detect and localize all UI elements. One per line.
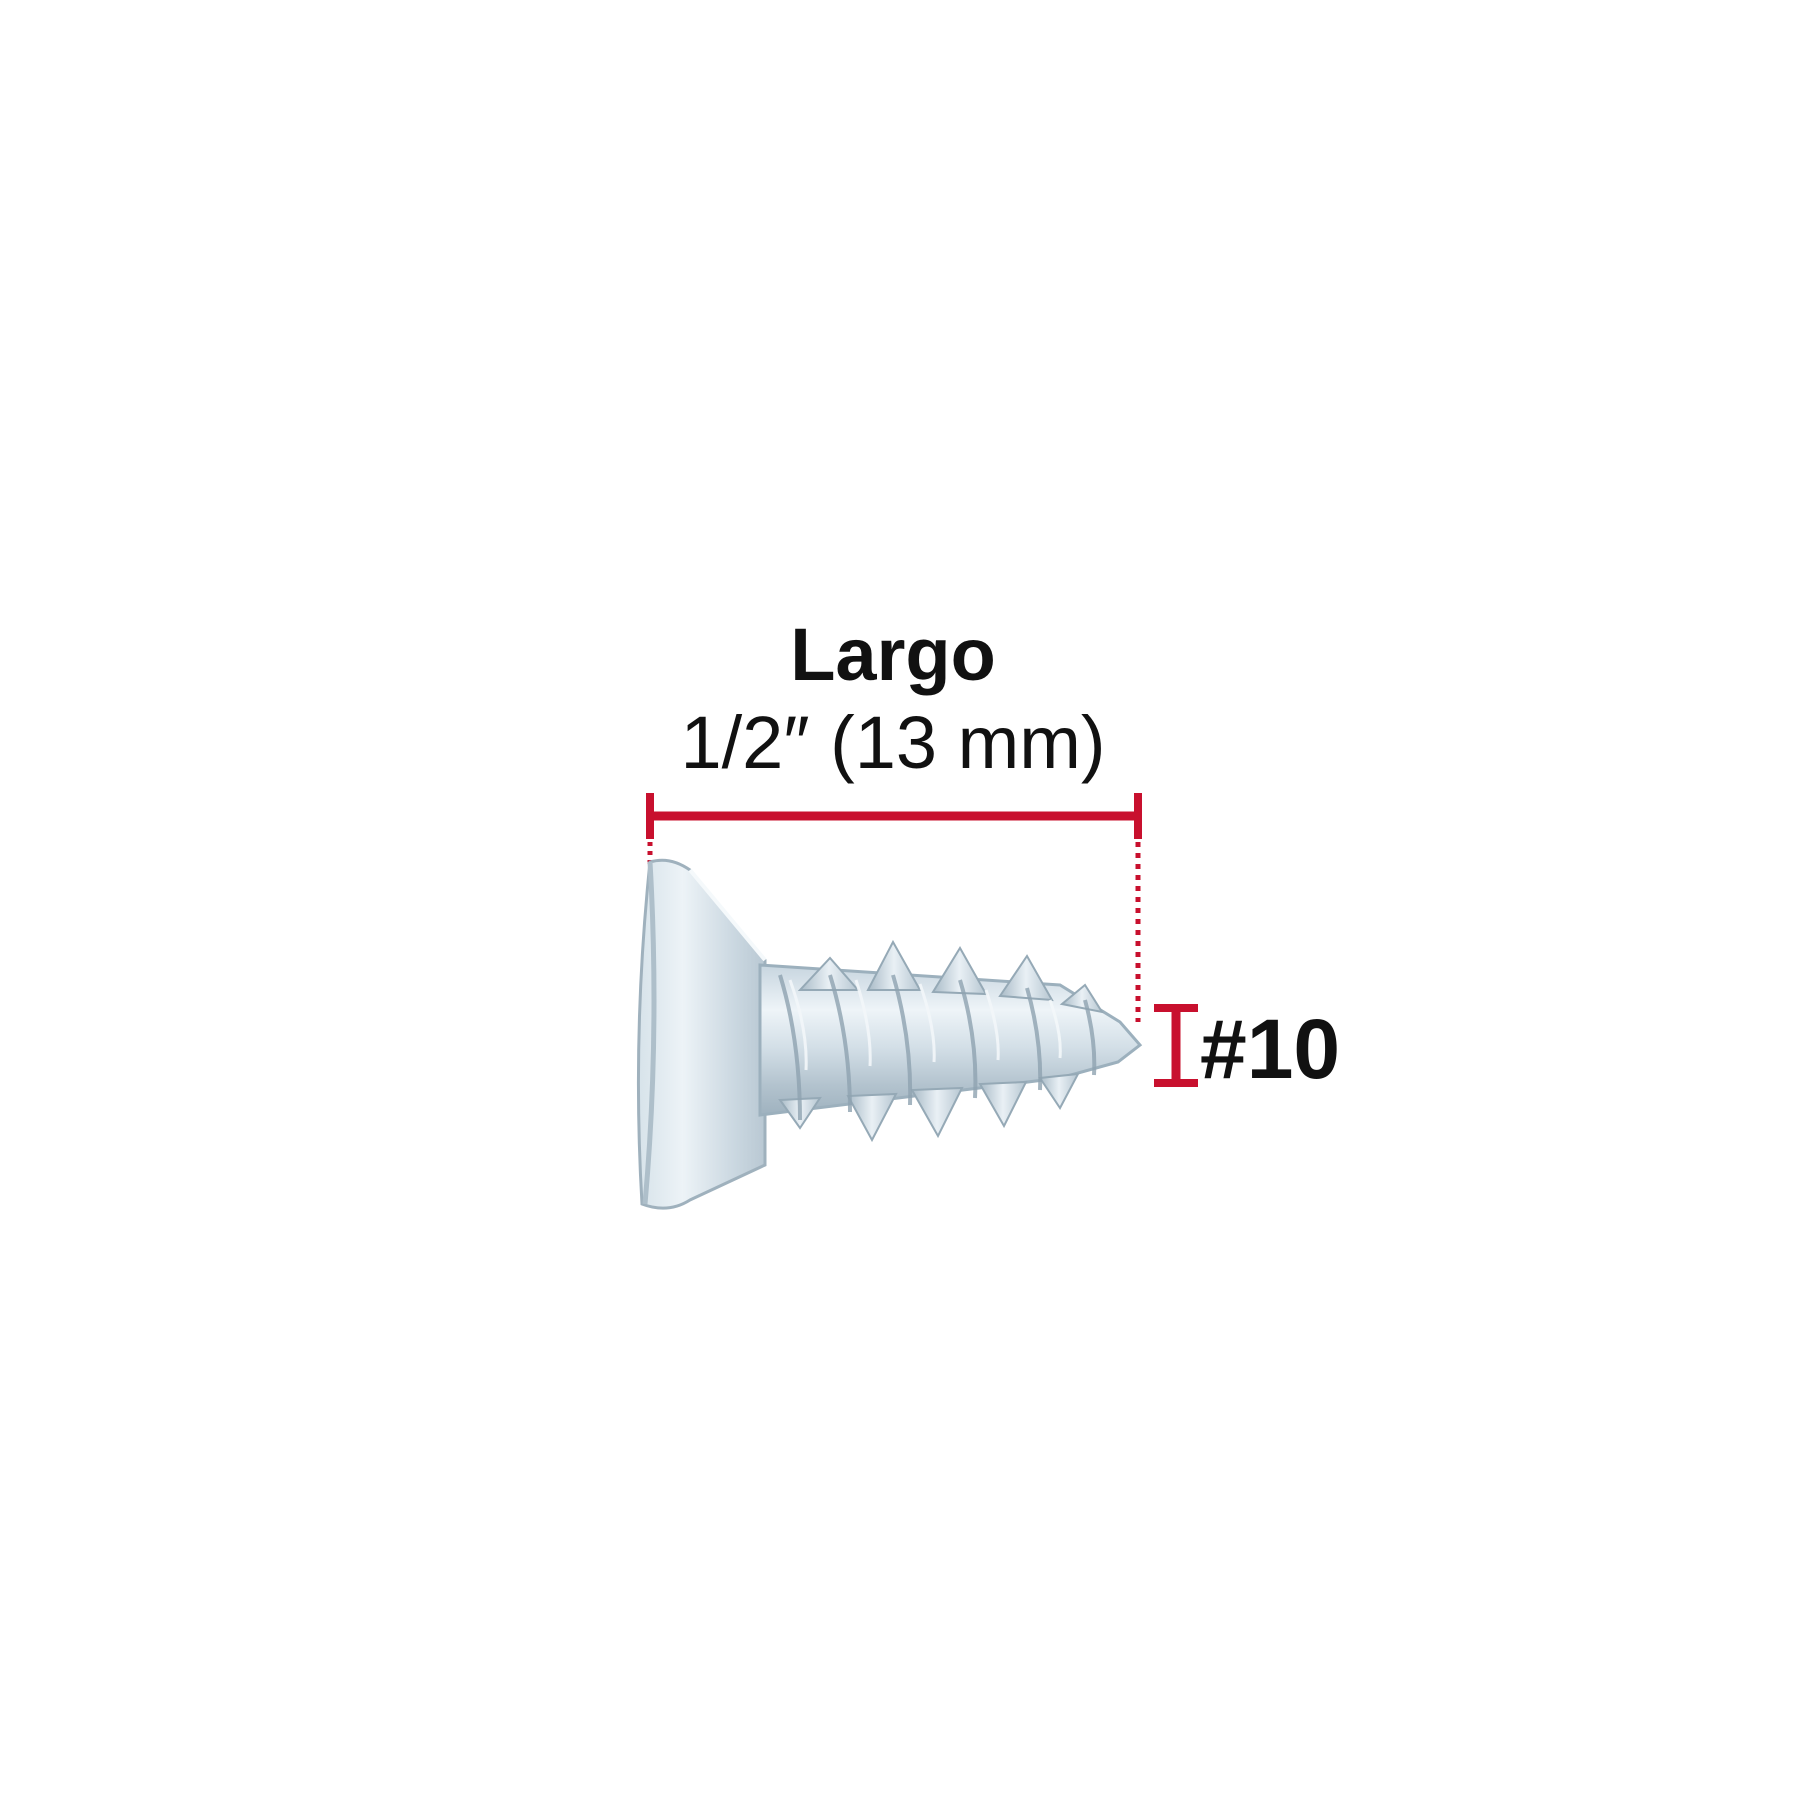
gauge-value: #10: [1200, 1002, 1340, 1096]
length-title: Largo: [790, 613, 996, 696]
countersunk-wood-screw-icon: [636, 858, 1143, 1210]
length-value: 1/2″ (13 mm): [680, 701, 1105, 784]
length-dimension-line: [646, 793, 1142, 1022]
gauge-dimension-marker: [1154, 1004, 1198, 1087]
